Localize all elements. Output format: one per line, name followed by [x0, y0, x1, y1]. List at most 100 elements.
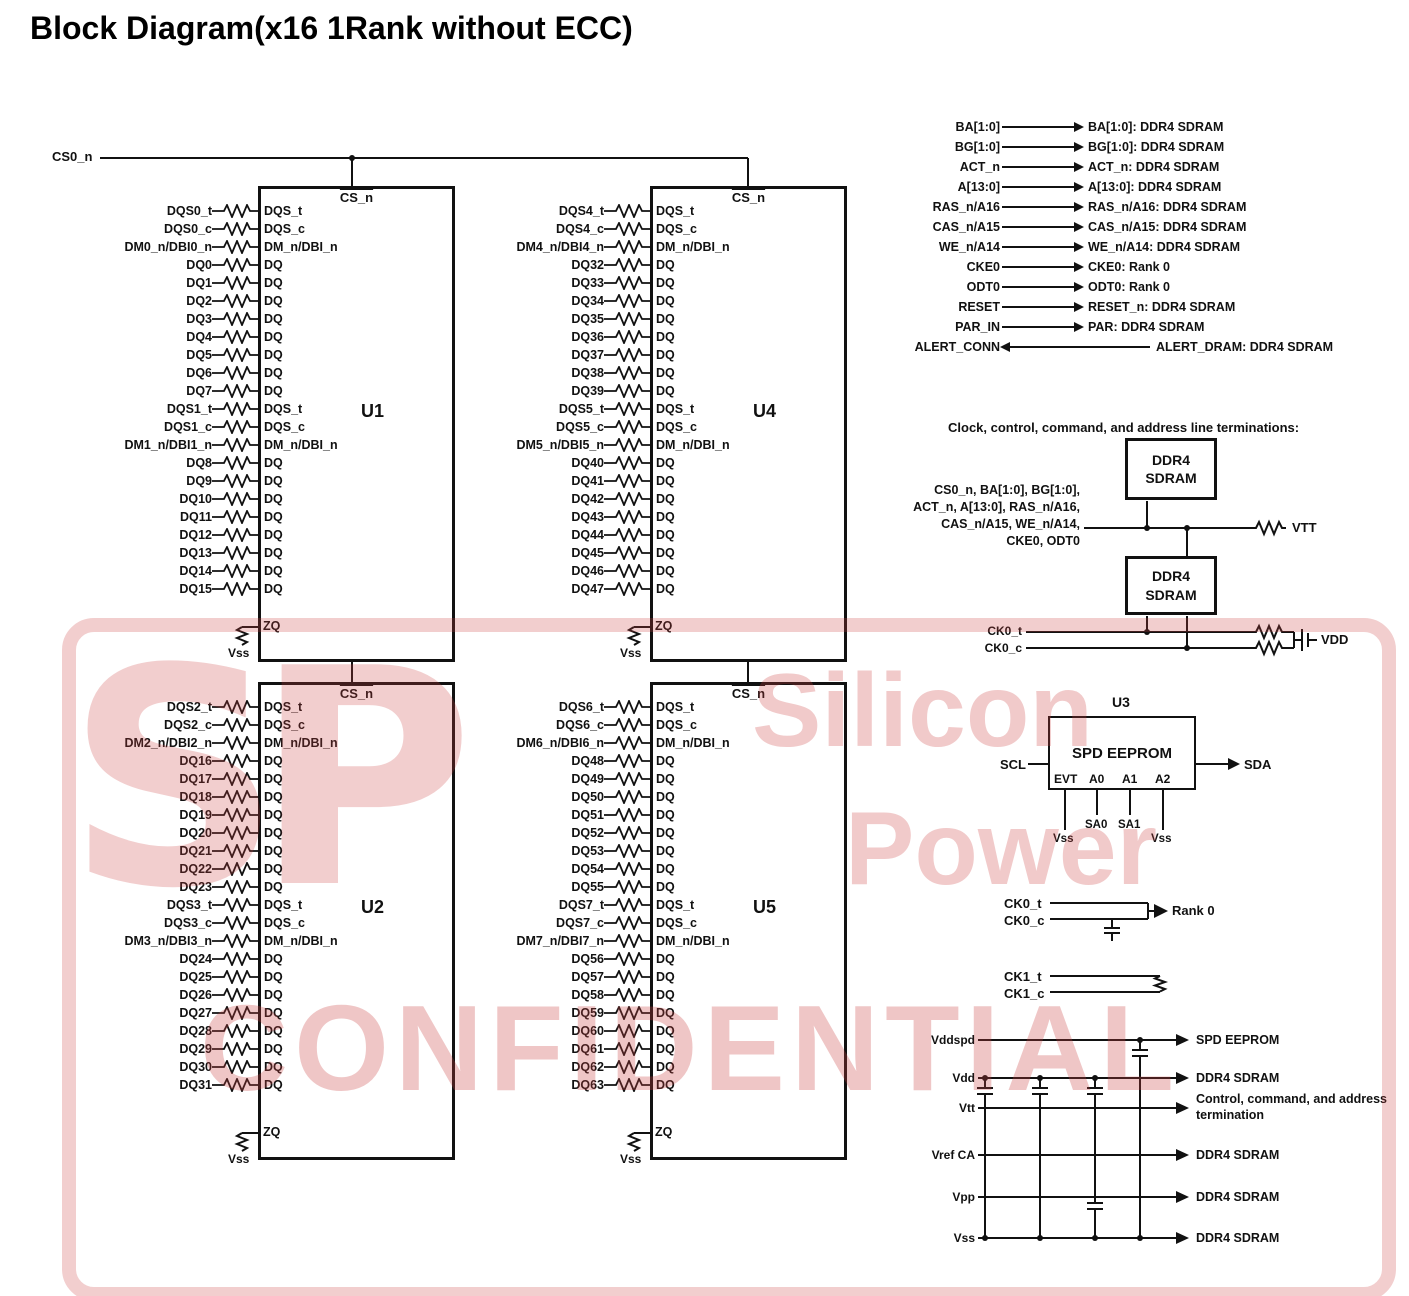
pin-internal-label: DQ [264, 312, 283, 326]
series-resistor-icon [212, 988, 258, 1002]
pin-external-label: DQS1_c [164, 420, 212, 434]
pin-row: DQ29 DQ [62, 1040, 492, 1058]
series-resistor-icon [604, 258, 650, 272]
pin-internal-label: DQ [264, 1024, 283, 1038]
pin-row: DQ19 DQ [62, 806, 492, 824]
pin-external-label: DQ49 [571, 772, 604, 786]
series-resistor-icon [604, 934, 650, 948]
vss-label: Vss [228, 646, 250, 660]
series-resistor-icon [212, 970, 258, 984]
sdram-signal-label: BA[1:0]: DDR4 SDRAM [1088, 120, 1224, 134]
pin-external-label: DQ1 [186, 276, 212, 290]
series-resistor-icon [212, 330, 258, 344]
series-resistor-icon [604, 546, 650, 560]
series-resistor-icon [604, 826, 650, 840]
power-arrowhead-icon [1176, 1102, 1189, 1114]
pin-internal-label: DQ [264, 988, 283, 1002]
pin-row: DQ10 DQ [62, 490, 492, 508]
pin-external-label: DQ50 [571, 790, 604, 804]
rail-vrefca-label: Vref CA [931, 1148, 975, 1162]
series-resistor-icon [604, 240, 650, 254]
series-resistor-icon [212, 222, 258, 236]
pin-internal-label: DQS_c [656, 420, 697, 434]
pin-row: DQS3_t DQS_t [62, 896, 492, 914]
pin-internal-label: DQ [656, 294, 675, 308]
pin-internal-label: DQ [264, 564, 283, 578]
series-resistor-icon [604, 564, 650, 578]
pin-row: DQ36 DQ [454, 328, 884, 346]
series-resistor-icon [604, 916, 650, 930]
pin-internal-label: DQ [264, 772, 283, 786]
series-resistor-icon [604, 510, 650, 524]
chip-ref-u3: U3 [1112, 694, 1130, 710]
pin-external-label: DQ33 [571, 276, 604, 290]
pin-external-label: DQS6_t [558, 700, 604, 714]
pin-external-label: DQ26 [179, 988, 212, 1002]
signal-row-alert: ALERT_CONN ALERT_DRAM: DDR4 SDRAM [872, 337, 1402, 357]
connector-signal-label: ODT0 [966, 280, 1000, 294]
pin-external-label: DQS2_t [166, 700, 212, 714]
series-resistor-icon [604, 582, 650, 596]
cs-pin-label: CS_n [339, 686, 374, 701]
pin-internal-label: DQ [264, 330, 283, 344]
bus-signal-line: CKE0, ODT0 [1006, 534, 1080, 548]
pin-external-label: DQ61 [571, 1042, 604, 1056]
series-resistor-icon [604, 988, 650, 1002]
pin-internal-label: DQ [656, 754, 675, 768]
series-resistor-icon [212, 546, 258, 560]
chip-u2-pin-rows: DQS2_t DQS_t DQS2_c DQS_c DM2_n/DBI2_n D… [62, 698, 492, 1094]
series-resistor-icon [604, 844, 650, 858]
pin-external-label: DQS5_c [556, 420, 604, 434]
series-resistor-icon [212, 438, 258, 452]
pin-external-label: DQ30 [179, 1060, 212, 1074]
eeprom-pin-a0: A0 [1089, 772, 1105, 786]
series-resistor-icon [212, 916, 258, 930]
pin-row: DQ31 DQ [62, 1076, 492, 1094]
pin-internal-label: DQ [656, 1006, 675, 1020]
rail-vdd-label: Vdd [952, 1071, 975, 1085]
pin-row: DQS1_c DQS_c [62, 418, 492, 436]
rail-dest-label: DDR4 SDRAM [1196, 1071, 1280, 1085]
connector-signal-label: RAS_n/A16 [932, 200, 1000, 214]
pin-internal-label: DQ [264, 1078, 283, 1092]
pin-external-label: DQ35 [571, 312, 604, 326]
rank0-arrowhead-icon [1154, 904, 1168, 918]
series-resistor-icon [604, 790, 650, 804]
series-resistor-icon [604, 808, 650, 822]
termination-bus-signals: CS0_n, BA[1:0], BG[1:0],ACT_n, A[13:0], … [878, 482, 1080, 550]
arrow-left-icon [1000, 342, 1150, 352]
ck1c-label: CK1_c [1004, 986, 1045, 1001]
pin-internal-label: DQ [656, 1024, 675, 1038]
signal-row: ODT0 ODT0: Rank 0 [872, 277, 1402, 297]
pin-internal-label: DQ [656, 474, 675, 488]
pin-internal-label: DQ [264, 456, 283, 470]
rail-dest-label: DDR4 SDRAM [1196, 1148, 1280, 1162]
pin-internal-label: DQ [656, 528, 675, 542]
zq-pin-label: ZQ [655, 619, 673, 633]
rail-vtt-label: Vtt [959, 1101, 975, 1115]
pin-row: DQ30 DQ [62, 1058, 492, 1076]
ck1-termination-resistor-icon [1151, 975, 1169, 993]
pin-external-label: DQ40 [571, 456, 604, 470]
pin-internal-label: DQ [656, 546, 675, 560]
pin-internal-label: DM_n/DBI_n [656, 934, 730, 948]
series-resistor-icon [604, 754, 650, 768]
pin-row: DQS0_t DQS_t [62, 202, 492, 220]
pin-internal-label: DQS_t [264, 700, 303, 714]
ck1t-label: CK1_t [1004, 969, 1042, 984]
series-resistor-icon [212, 880, 258, 894]
series-resistor-icon [604, 1024, 650, 1038]
series-resistor-icon [604, 970, 650, 984]
series-resistor-icon [212, 1042, 258, 1056]
pin-external-label: DQ29 [179, 1042, 212, 1056]
arrow-right-icon [1002, 302, 1084, 312]
connector-signal-label: PAR_IN [955, 320, 1000, 334]
sdram-signal-label: PAR: DDR4 SDRAM [1088, 320, 1205, 334]
pin-external-label: DQ25 [179, 970, 212, 984]
pin-external-label: DQ58 [571, 988, 604, 1002]
sdram-signal-label: RAS_n/A16: DDR4 SDRAM [1088, 200, 1247, 214]
pin-internal-label: DQ [264, 258, 283, 272]
vss-label: Vss [620, 1152, 642, 1166]
pin-row: DQ52 DQ [454, 824, 884, 842]
signal-row: ACT_n ACT_n: DDR4 SDRAM [872, 157, 1402, 177]
